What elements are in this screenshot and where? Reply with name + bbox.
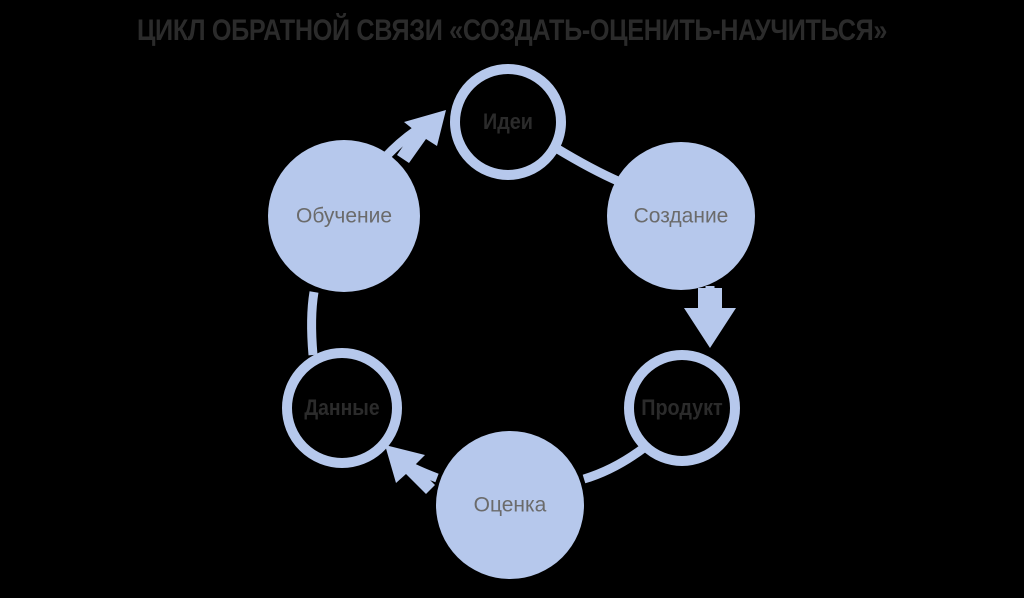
node-ocenka-label: Оценка [474,494,547,517]
arrowhead-icon [397,110,446,163]
node-sozdanie-label: Создание [634,205,729,228]
node-idei[interactable]: Идеи [450,64,566,180]
nodes-group: Идеи Создание Продукт Оценка Данные [268,64,755,579]
page-title: ЦИКЛ ОБРАТНОЙ СВЯЗИ «СОЗДАТЬ-ОЦЕНИТЬ-НАУ… [136,14,888,47]
connector-line [307,291,319,356]
connector-ocenka-to-dannye [385,445,439,494]
node-sozdanie[interactable]: Создание [607,142,755,290]
arrowhead-icon [385,445,435,494]
node-obuchenie-circle[interactable] [268,140,420,292]
connector-idei-to-sozdanie [553,144,622,187]
node-idei-circle[interactable] [450,64,566,180]
node-obuchenie[interactable]: Обучение [268,140,420,292]
arrowhead-icon [684,288,736,348]
connector-line [553,144,622,187]
node-dannye-label: Данные [304,396,379,420]
connector-produkt-to-ocenka [582,443,648,484]
connectors-group [307,110,736,494]
connector-dannye-to-obuchenie [307,291,319,356]
connector-line [582,443,648,484]
node-produkt[interactable]: Продукт [624,350,740,466]
node-dannye[interactable]: Данные [282,348,402,468]
node-dannye-circle[interactable] [282,348,402,468]
node-sozdanie-circle[interactable] [607,142,755,290]
node-idei-label: Идеи [483,110,533,134]
node-ocenka[interactable]: Оценка [436,431,584,579]
node-produkt-label: Продукт [641,396,723,420]
node-obuchenie-label: Обучение [296,205,392,228]
connector-sozdanie-to-produkt [684,286,736,348]
node-ocenka-circle[interactable] [436,431,584,579]
node-produkt-circle[interactable] [624,350,740,466]
